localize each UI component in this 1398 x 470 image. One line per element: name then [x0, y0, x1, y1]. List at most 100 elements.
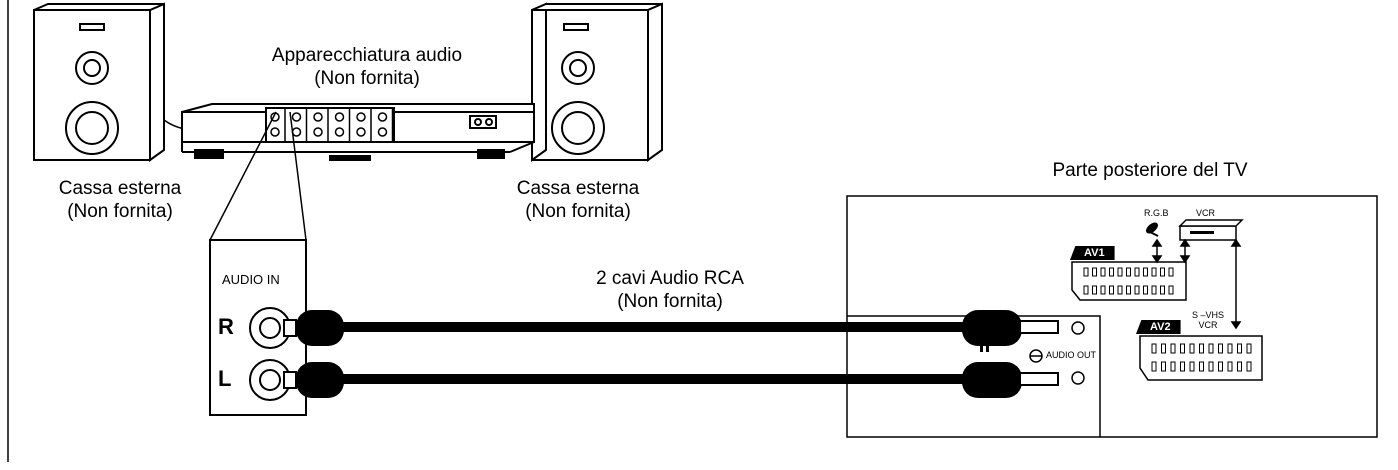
audio-device-jack-panel: [265, 107, 395, 143]
scart-pin: [1170, 343, 1176, 354]
scart-av2: [1139, 335, 1263, 381]
satellite-dish-icon: [1146, 222, 1159, 237]
vcr-top-label: VCR: [1196, 208, 1216, 218]
tv-audio-plate: [847, 315, 1101, 437]
jack-socket: [270, 127, 280, 137]
jack-panel-frame: [265, 107, 395, 143]
cable-label: 2 cavi Audio RCA (Non fornita): [540, 268, 800, 314]
signal-arrows: [1151, 238, 1242, 330]
jack-socket: [291, 127, 302, 137]
scart-pin: [1151, 267, 1157, 277]
scart-pin: [1117, 285, 1123, 295]
scart-pin: [1189, 343, 1195, 354]
scart-pin: [1083, 285, 1089, 295]
jack-socket: [334, 127, 345, 137]
right-speaker: [531, 2, 663, 162]
vcr-bottom-label: VCR: [1198, 320, 1218, 330]
left-speaker-label: Cassa esterna (Non fornita): [20, 178, 220, 224]
right-speaker-note: (Non fornita): [525, 200, 631, 222]
vcr-icon: [1178, 219, 1244, 241]
tv-pin-b: [986, 340, 989, 352]
scart-pin: [1160, 267, 1165, 277]
scart-pin: [1134, 285, 1140, 295]
scart-pin: [1237, 361, 1242, 372]
scart-pin: [1227, 361, 1233, 372]
scart-pin: [1199, 361, 1204, 372]
tv-pin-a: [980, 340, 983, 352]
audio-in-jack-l: [249, 359, 291, 401]
scart-pin: [1083, 267, 1089, 277]
audio-device-note: (Non fornita): [314, 67, 420, 89]
audio-in-right-label: R: [218, 314, 234, 339]
audio-device-title: Apparecchiatura audio: [271, 45, 463, 66]
scart-pin: [1180, 361, 1185, 372]
cable-title: 2 cavi Audio RCA: [596, 268, 744, 289]
scart-pin: [1189, 361, 1195, 372]
jack-socket: [377, 112, 388, 122]
av1-badge: AV1: [1070, 246, 1115, 260]
scart-pin: [1180, 343, 1185, 354]
tv-back-label: Parte posteriore del TV: [1052, 160, 1248, 181]
scart-pin: [1092, 267, 1097, 277]
scart-pin: [1208, 361, 1214, 372]
left-speaker: [33, 2, 165, 162]
scart-pin: [1160, 285, 1165, 295]
scart-pin: [1170, 361, 1176, 372]
audio-in-label: AUDIO IN: [222, 272, 280, 287]
scart-pin: [1092, 285, 1097, 295]
scart-pin: [1134, 267, 1140, 277]
rca-cable-top: [283, 310, 1059, 346]
scart-pin: [1117, 267, 1123, 277]
scart-pin: [1151, 343, 1157, 354]
jack-socket: [356, 112, 366, 122]
scart-pin: [1246, 361, 1252, 372]
right-speaker-title: Cassa esterna: [516, 178, 640, 199]
tv-audio-out-jack-bottom: [1071, 371, 1085, 385]
scart-pin: [1151, 285, 1157, 295]
rca-cable-bottom: [283, 362, 1059, 398]
rgb-label: R.G.B: [1144, 208, 1169, 218]
scart-pin: [1246, 343, 1252, 354]
scart-pin: [1218, 343, 1223, 354]
scart-pin: [1161, 343, 1166, 354]
scart-pin: [1199, 343, 1204, 354]
scart-av1: [1071, 261, 1187, 301]
scart-pin: [1161, 361, 1166, 372]
scart-pin: [1227, 343, 1233, 354]
svhs-vcr-label: S –VHS VCR: [1192, 310, 1224, 330]
tv-audio-out-jack-top: [1071, 321, 1085, 335]
scart-pin: [1168, 285, 1174, 295]
scart-pin: [1237, 343, 1242, 354]
scart-pin: [1109, 267, 1114, 277]
scart-pin: [1143, 267, 1148, 277]
right-speaker-label: Cassa esterna (Non fornita): [478, 178, 678, 224]
jack-socket: [334, 112, 345, 122]
scart-pin: [1126, 285, 1131, 295]
scart-pin: [1100, 285, 1106, 295]
scart-pin: [1168, 267, 1174, 277]
audio-in-jack-r: [249, 307, 291, 349]
scart-pin: [1151, 361, 1157, 372]
scart-pin: [1143, 285, 1148, 295]
jack-socket: [377, 127, 388, 137]
scart-pin: [1218, 361, 1223, 372]
audio-in-left-label: L: [218, 366, 232, 391]
scart-pin: [1100, 267, 1106, 277]
zoom-line-right: [289, 111, 307, 241]
jack-socket: [313, 112, 323, 122]
scart-pin: [1126, 267, 1131, 277]
cable-note: (Non fornita): [617, 290, 723, 312]
svhs-label: S –VHS: [1192, 310, 1225, 320]
left-speaker-title: Cassa esterna: [58, 178, 182, 199]
jack-socket: [291, 112, 302, 122]
jack-socket: [313, 127, 323, 137]
scart-pin: [1208, 343, 1214, 354]
scart-pin: [1109, 285, 1114, 295]
audio-device-label: Apparecchiatura audio (Non fornita): [222, 45, 512, 91]
left-speaker-note: (Non fornita): [67, 200, 173, 222]
zoom-line-left: [209, 111, 277, 241]
audio-out-label: AUDIO OUT: [1046, 350, 1097, 360]
jack-socket: [356, 127, 366, 137]
